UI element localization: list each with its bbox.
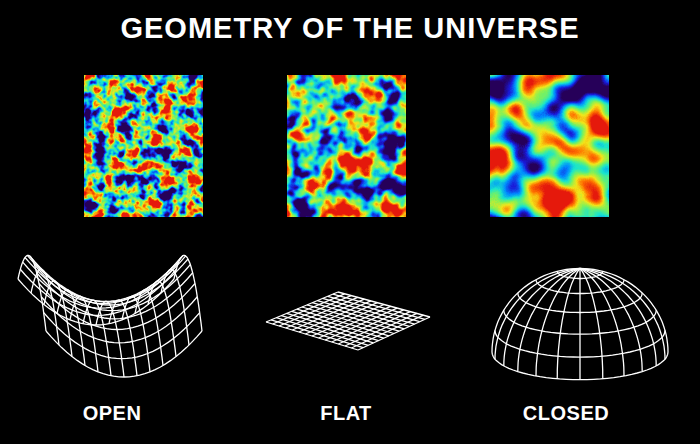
wire-line bbox=[557, 269, 580, 379]
wire-line bbox=[580, 269, 642, 372]
wire-line bbox=[30, 256, 186, 302]
geometry-label: CLOSED bbox=[523, 402, 609, 425]
wire-line bbox=[351, 315, 423, 348]
wire-line bbox=[41, 297, 197, 343]
wire-line bbox=[83, 300, 111, 376]
wire-line bbox=[580, 269, 624, 377]
wire-line bbox=[504, 269, 580, 366]
wire-line bbox=[492, 269, 580, 353]
wire-line bbox=[580, 269, 656, 366]
wire-line bbox=[580, 269, 668, 353]
geometry-label: FLAT bbox=[320, 402, 372, 425]
wire-line bbox=[579, 269, 580, 380]
wire-line bbox=[580, 269, 665, 360]
wire-line bbox=[109, 300, 137, 376]
wire-line bbox=[32, 259, 188, 305]
wire-line bbox=[495, 269, 580, 360]
wire-line bbox=[37, 273, 193, 319]
wire-line bbox=[345, 313, 417, 346]
sphere-dome bbox=[492, 269, 668, 380]
cmb-map-flat bbox=[287, 75, 406, 217]
wire-line bbox=[338, 292, 430, 317]
title: GEOMETRY OF THE UNIVERSE bbox=[120, 12, 579, 45]
wire-line bbox=[46, 331, 202, 377]
wire-line bbox=[580, 269, 603, 379]
saddle-surface bbox=[18, 255, 202, 377]
cmb-map-closed bbox=[490, 75, 609, 217]
flat-grid bbox=[266, 292, 430, 350]
wire-line bbox=[96, 301, 124, 377]
wire-line bbox=[333, 294, 425, 319]
wire-line bbox=[358, 317, 430, 350]
wire-line bbox=[518, 269, 580, 372]
cmb-map-open bbox=[84, 75, 203, 217]
geometry-label: OPEN bbox=[83, 402, 142, 425]
